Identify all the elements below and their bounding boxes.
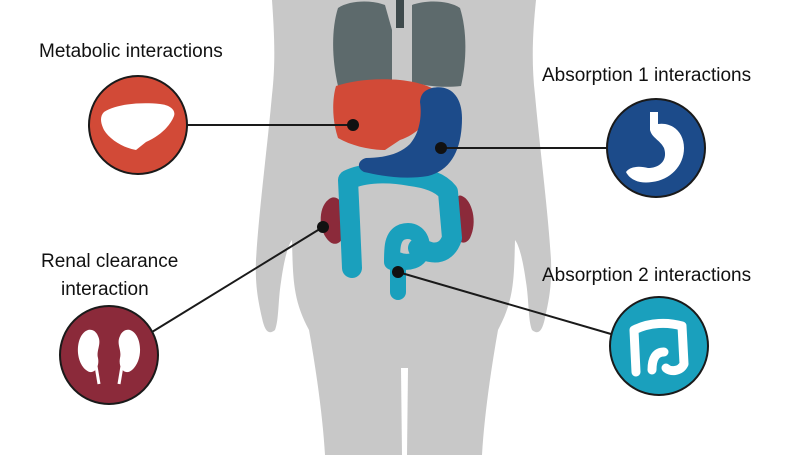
metabolic-label: Metabolic interactions	[39, 41, 223, 62]
small-intestine	[384, 223, 430, 300]
colon	[338, 163, 462, 278]
absorption1-icon-badge	[606, 98, 706, 198]
stomach-dot	[435, 142, 447, 154]
intestine-dot	[392, 266, 404, 278]
metabolic-icon-badge	[88, 75, 188, 175]
liver	[333, 79, 440, 150]
stomach-icon	[626, 112, 684, 183]
lungs	[333, 0, 466, 87]
trachea	[396, 0, 404, 28]
right-lung	[412, 1, 466, 87]
left-lung	[333, 1, 392, 87]
renal-connector	[151, 226, 324, 333]
liver-icon	[101, 103, 175, 150]
renal-label-line1: Renal clearance	[41, 251, 179, 272]
connectors	[151, 124, 612, 335]
absorption2-icon-badge	[609, 296, 709, 396]
absorption1-label: Absorption 1 interactions	[542, 65, 752, 86]
stomach	[358, 87, 462, 178]
connector-dots	[317, 119, 447, 278]
liver-dot	[347, 119, 359, 131]
intestine-icon	[629, 318, 689, 377]
left-kidney	[320, 197, 345, 244]
leg-gap	[401, 368, 408, 455]
renal-icon-badge	[59, 305, 159, 405]
intestine	[338, 163, 462, 300]
absorption2-connector	[397, 271, 612, 335]
absorption2-label: Absorption 2 interactions	[542, 265, 752, 286]
renal-label-line2: interaction	[61, 279, 149, 300]
kidney-dot	[317, 221, 329, 233]
